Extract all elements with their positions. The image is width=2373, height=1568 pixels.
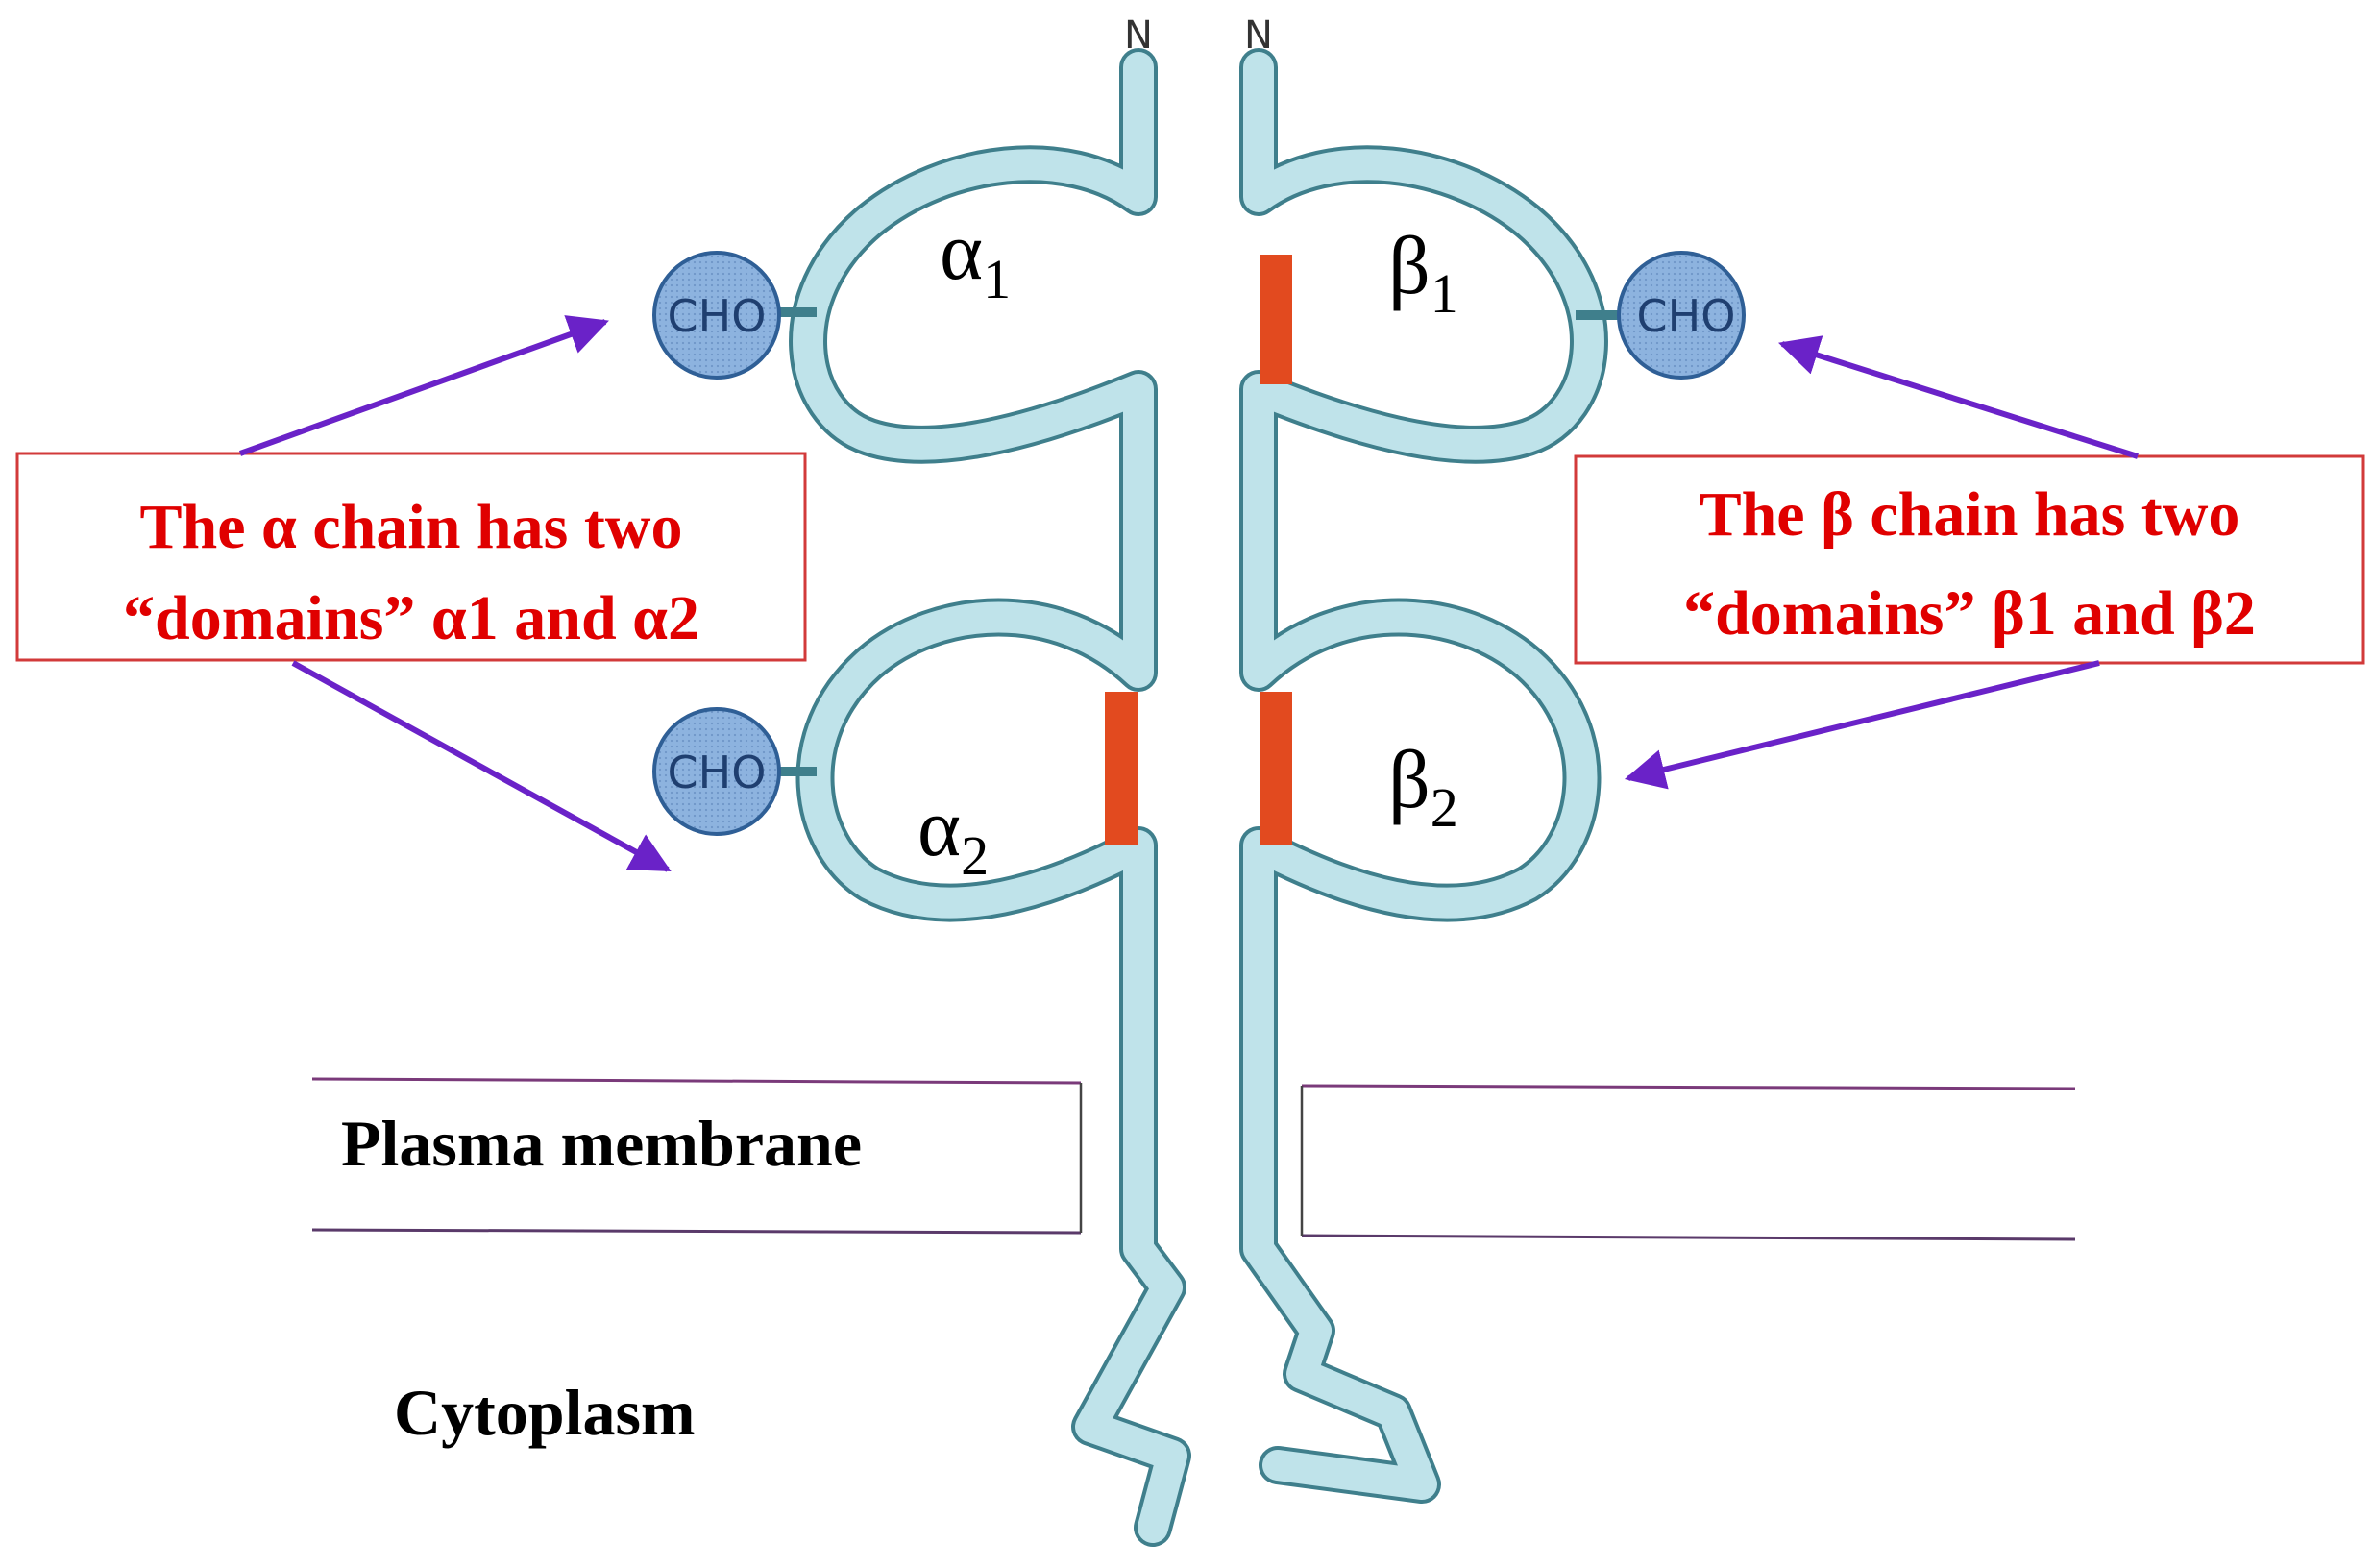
arrow-to-beta1 [1777,335,2139,459]
domain-label-beta1: β1 [1388,219,1458,325]
cho-label: CHO [668,290,767,342]
plasma-membrane-label: Plasma membrane [341,1107,862,1180]
beta-n-terminus-label: N [1244,13,1273,58]
domain-label-beta2: β2 [1388,733,1458,839]
cytoplasm-label: Cytoplasm [394,1376,696,1449]
cho-label: CHO [1637,290,1736,342]
cho-group-beta1: CHO [1576,251,1746,380]
domain-label-alpha2: α2 [917,781,989,887]
cho-label: CHO [668,747,767,798]
callout-beta: The β chain has two “domains” β1 and β2 [1574,454,2365,665]
arrow-to-beta2 [1624,660,2100,790]
plasma-membrane [311,1077,2076,1241]
cho-group-alpha2: CHO [652,707,817,836]
disulfide-bond-beta2 [1260,692,1292,845]
callout-beta-line1: The β chain has two [1700,479,2240,550]
domain-label-alpha1: α1 [940,205,1011,310]
disulfide-bond-beta1 [1260,255,1292,384]
disulfide-bond-alpha2 [1105,692,1138,845]
arrow-to-alpha2 [291,660,672,872]
callout-alpha-line1: The α chain has two [140,492,683,562]
alpha-n-terminus-label: N [1124,13,1153,58]
callout-beta-line2: “domains” β1 and β2 [1683,578,2256,649]
callout-alpha-line2: “domains” α1 and α2 [123,583,699,653]
callout-alpha: The α chain has two “domains” α1 and α2 [15,452,807,662]
cho-group-alpha1: CHO [652,251,817,380]
arrow-to-alpha1 [238,315,609,456]
